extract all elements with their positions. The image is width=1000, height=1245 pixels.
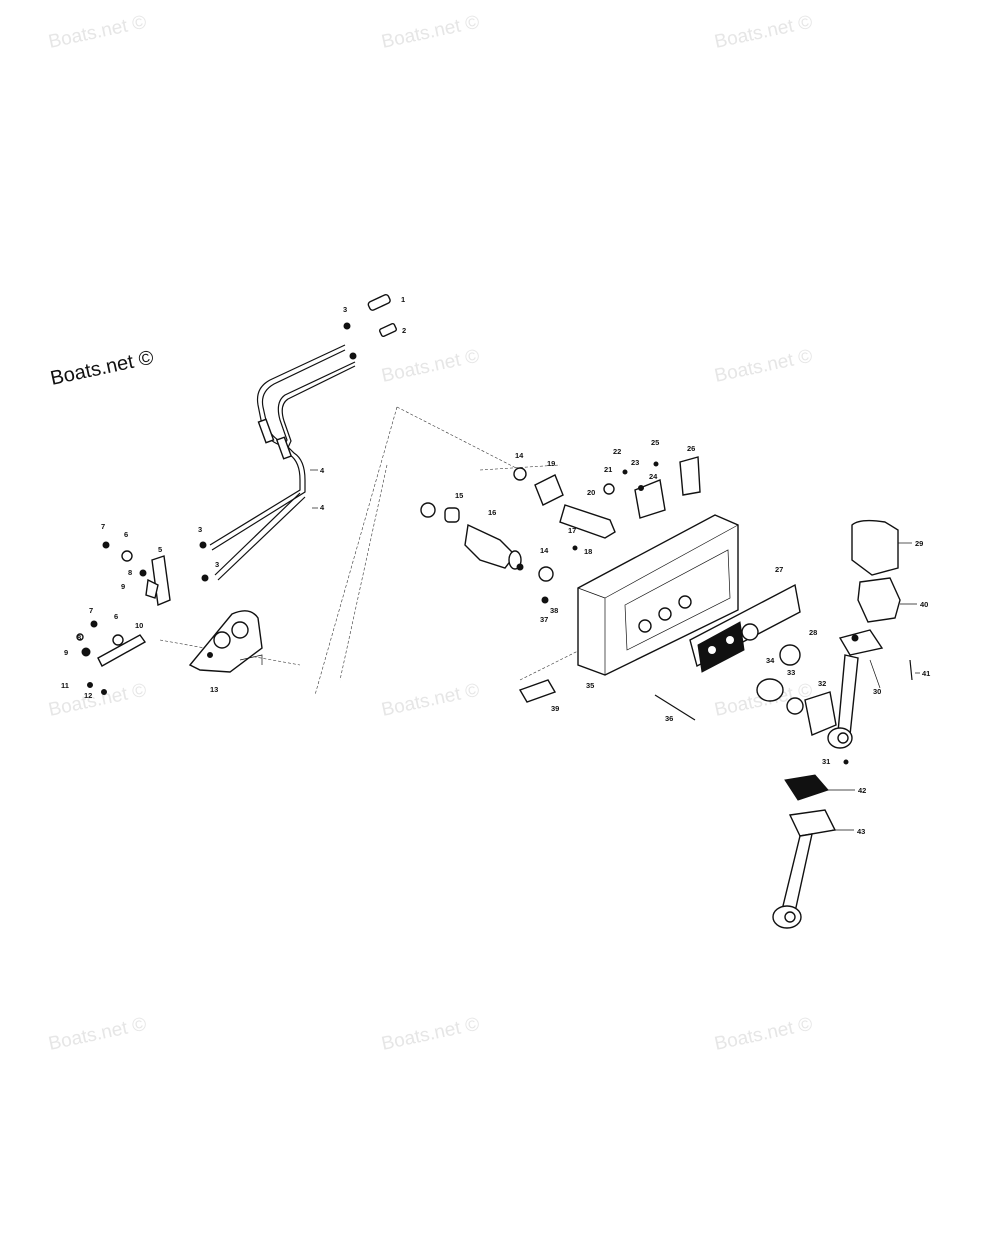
part-label: 14 — [540, 546, 549, 555]
part-label: 17 — [568, 526, 576, 535]
part-label: 34 — [766, 656, 775, 665]
part-label: 35 — [586, 681, 594, 690]
watermark: Boats.net © — [47, 12, 149, 53]
throttle-handle-assembly — [756, 519, 913, 929]
cable-sleeve — [275, 436, 293, 460]
part-label: 29 — [915, 539, 923, 548]
part-label: 27 — [775, 565, 783, 574]
part-label: 4 — [320, 503, 325, 512]
part-label: 7 — [101, 522, 105, 531]
part-label: 5 — [158, 545, 162, 554]
part-label: 7 — [89, 606, 93, 615]
part-label: 15 — [455, 491, 463, 500]
part-label: 22 — [613, 447, 621, 456]
part-label: 31 — [822, 757, 830, 766]
part-label: 24 — [649, 472, 658, 481]
watermark: Boats.net © — [47, 1014, 149, 1055]
part-label: 39 — [551, 704, 559, 713]
part-label: 20 — [587, 488, 595, 497]
part-label: 18 — [584, 547, 592, 556]
watermark: Boats.net © — [380, 680, 482, 721]
part-label: 41 — [922, 669, 930, 678]
part-label: 3 — [343, 305, 347, 314]
watermark: Boats.net © — [380, 346, 482, 387]
part-label: 3 — [198, 525, 202, 534]
leader-lines — [825, 542, 920, 831]
part-label: 19 — [547, 459, 555, 468]
watermark: Boats.net © — [713, 1014, 815, 1055]
part-label: 23 — [631, 458, 639, 467]
part-label: 9 — [64, 648, 68, 657]
part-labels: 1 2 3 4 4 3 3 7 6 5 8 9 7 6 8 10 9 11 12… — [61, 295, 930, 836]
part-label: 6 — [124, 530, 128, 539]
watermark: Boats.net © — [380, 12, 482, 53]
part-label: 30 — [873, 687, 881, 696]
part-label: 8 — [128, 568, 132, 577]
part-label: 8 — [77, 633, 81, 642]
part-label: 38 — [550, 606, 558, 615]
control-cables — [209, 344, 356, 581]
part-label: 2 — [402, 326, 406, 335]
watermark-primary: Boats.net © — [48, 347, 155, 390]
part-label: 1 — [401, 295, 405, 304]
part-label: 25 — [651, 438, 659, 447]
part-label: 10 — [135, 621, 143, 630]
part-label: 9 — [121, 582, 125, 591]
control-box — [518, 514, 801, 721]
part-label: 16 — [488, 508, 496, 517]
gear-housing — [188, 610, 263, 673]
part-label: 36 — [665, 714, 673, 723]
part-label: 37 — [540, 615, 548, 624]
part-label: 11 — [61, 681, 69, 690]
cable-end-fittings — [199, 294, 397, 582]
shaft-assembly — [420, 456, 701, 604]
part-label: 3 — [215, 560, 219, 569]
part-label: 4 — [320, 466, 325, 475]
cable-sleeve — [257, 418, 275, 444]
shift-bracket-assembly — [76, 541, 171, 695]
part-label: 28 — [809, 628, 817, 637]
part-label: 33 — [787, 668, 795, 677]
part-label: 26 — [687, 444, 695, 453]
watermark: Boats.net © — [380, 1014, 482, 1055]
part-label: 14 — [515, 451, 524, 460]
part-label: 40 — [920, 600, 928, 609]
watermark: Boats.net © — [713, 12, 815, 53]
part-label: 6 — [114, 612, 118, 621]
part-label: 12 — [84, 691, 92, 700]
watermark: Boats.net © — [713, 346, 815, 387]
part-label: 13 — [210, 685, 218, 694]
part-label: 42 — [858, 786, 866, 795]
part-label: 43 — [857, 827, 865, 836]
part-label: 21 — [604, 465, 612, 474]
part-label: 32 — [818, 679, 826, 688]
